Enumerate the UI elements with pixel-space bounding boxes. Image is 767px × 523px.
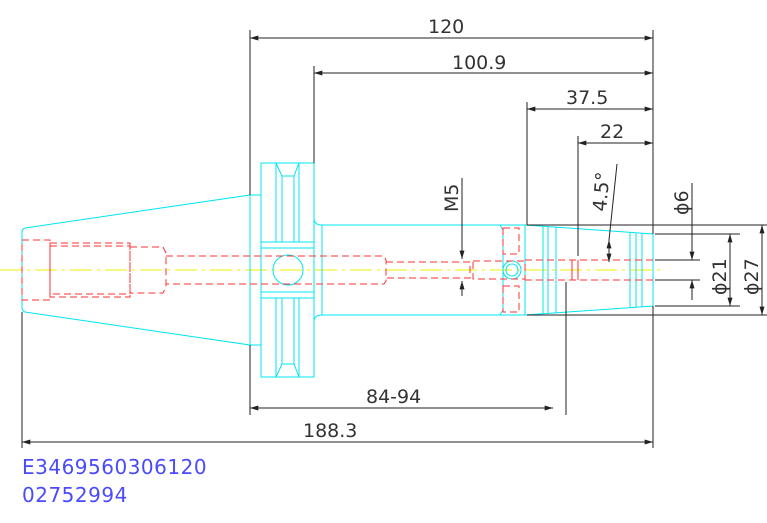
dim-120: 120	[428, 16, 464, 38]
part-code-2: 02752994	[22, 483, 128, 507]
body	[313, 217, 525, 323]
part-code-1: E3469560306120	[22, 455, 208, 479]
flange	[260, 162, 315, 378]
dim-188-3: 188.3	[303, 420, 357, 442]
dim-angle: 4.5°	[589, 171, 614, 212]
dim-22: 22	[600, 121, 624, 143]
dim-m5: M5	[441, 184, 463, 212]
dim-100-9: 100.9	[452, 52, 506, 74]
dimension-lines	[22, 35, 765, 445]
dim-dia-21: ϕ21	[709, 258, 731, 295]
extension-lines	[21, 30, 767, 448]
taper-shank	[21, 194, 261, 346]
hidden-bores	[21, 227, 653, 313]
dim-84-94: 84-94	[366, 386, 421, 408]
dim-37-5: 37.5	[566, 87, 608, 109]
dim-dia-6: ϕ6	[671, 190, 693, 215]
dim-dia-27: ϕ27	[741, 258, 763, 295]
